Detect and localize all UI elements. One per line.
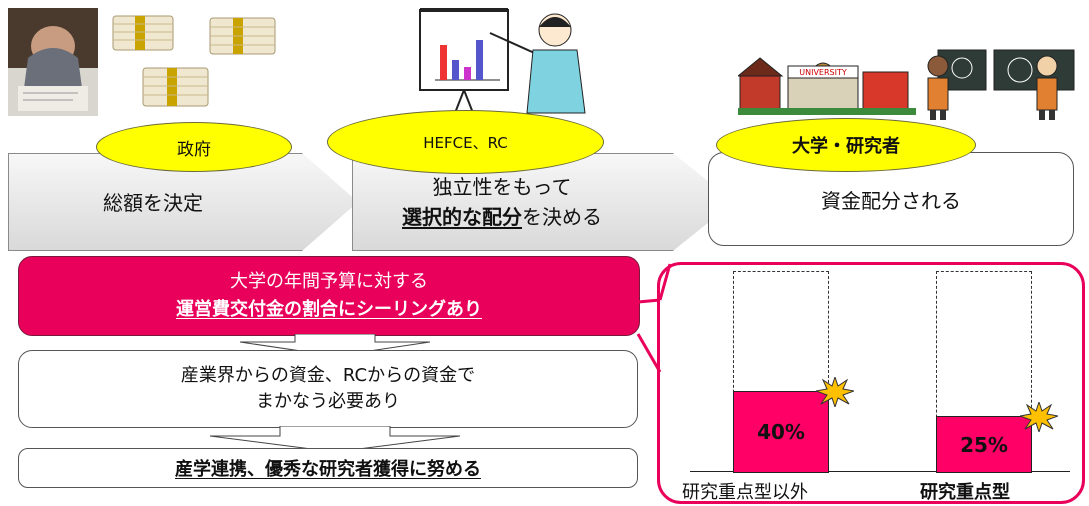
teacher-at-blackboard-illustration-1 xyxy=(918,48,988,120)
bar-research: 25% xyxy=(936,416,1032,473)
hefce-rc-arrow-text: 独立性をもって 選択的な配分を決める xyxy=(352,158,652,246)
category-research: 研究重点型 xyxy=(920,482,1010,503)
government-arrow-text: 総額を決定 xyxy=(8,153,298,249)
hefce-rc-label: HEFCE、RC xyxy=(423,133,508,152)
starburst-icon-1 xyxy=(814,375,856,409)
ceiling-line-2: 運営費交付金の割合にシーリングあり xyxy=(176,299,482,320)
independence-text: 独立性をもって xyxy=(432,175,572,199)
hefce-rc-oval: HEFCE、RC xyxy=(327,110,604,174)
category-non-research: 研究重点型以外 xyxy=(682,482,808,503)
teacher-at-blackboard-illustration-2 xyxy=(992,48,1077,120)
bar-non-research: 40% xyxy=(733,391,829,473)
industry-collaboration-box: 産学連携、優秀な研究者獲得に努める xyxy=(18,448,638,488)
callout-connectors xyxy=(636,263,672,373)
funds-allocated-text: 資金配分される xyxy=(821,188,961,213)
bar-outline-research xyxy=(936,271,1032,472)
outside-funding-box: 産業界からの資金、RCからの資金で まかなう必要あり xyxy=(18,350,638,428)
university-researcher-label: 大学・研究者 xyxy=(792,136,900,157)
down-arrow-1 xyxy=(239,333,431,357)
industry-collaboration-text: 産学連携、優秀な研究者獲得に努める xyxy=(175,459,481,480)
money-stacks-illustration xyxy=(105,8,295,118)
selective-allocation-suffix: を決める xyxy=(522,205,602,229)
distressed-person-photo xyxy=(8,8,98,116)
selective-allocation-emphasis: 選択的な配分 xyxy=(402,205,522,229)
government-oval: 政府 xyxy=(96,122,292,172)
government-decision-text: 総額を決定 xyxy=(103,190,203,215)
ceiling-comparison-panel xyxy=(657,262,1085,504)
bar-label-non-research: 40% xyxy=(757,420,805,444)
bar-label-research: 25% xyxy=(960,432,1008,457)
outside-funding-line-2: まかなう必要あり xyxy=(256,391,400,412)
selective-allocation-line: 選択的な配分を決める xyxy=(402,202,602,232)
university-illustration: UNIVERSITY xyxy=(736,46,918,116)
starburst-icon-2 xyxy=(1018,400,1060,434)
university-researcher-oval: 大学・研究者 xyxy=(716,118,976,172)
chart-baseline xyxy=(690,471,1070,472)
university-sign-text: UNIVERSITY xyxy=(799,68,847,77)
ceiling-box: 大学の年間予算に対する 運営費交付金の割合にシーリングあり xyxy=(18,256,640,336)
outside-funding-line-1: 産業界からの資金、RCからの資金で xyxy=(180,365,476,386)
bar-outline-non-research xyxy=(733,271,829,472)
government-label: 政府 xyxy=(177,139,211,160)
ceiling-line-1: 大学の年間予算に対する xyxy=(230,271,428,292)
presenter-with-chart-illustration xyxy=(415,5,595,115)
down-arrow-2 xyxy=(209,425,461,453)
